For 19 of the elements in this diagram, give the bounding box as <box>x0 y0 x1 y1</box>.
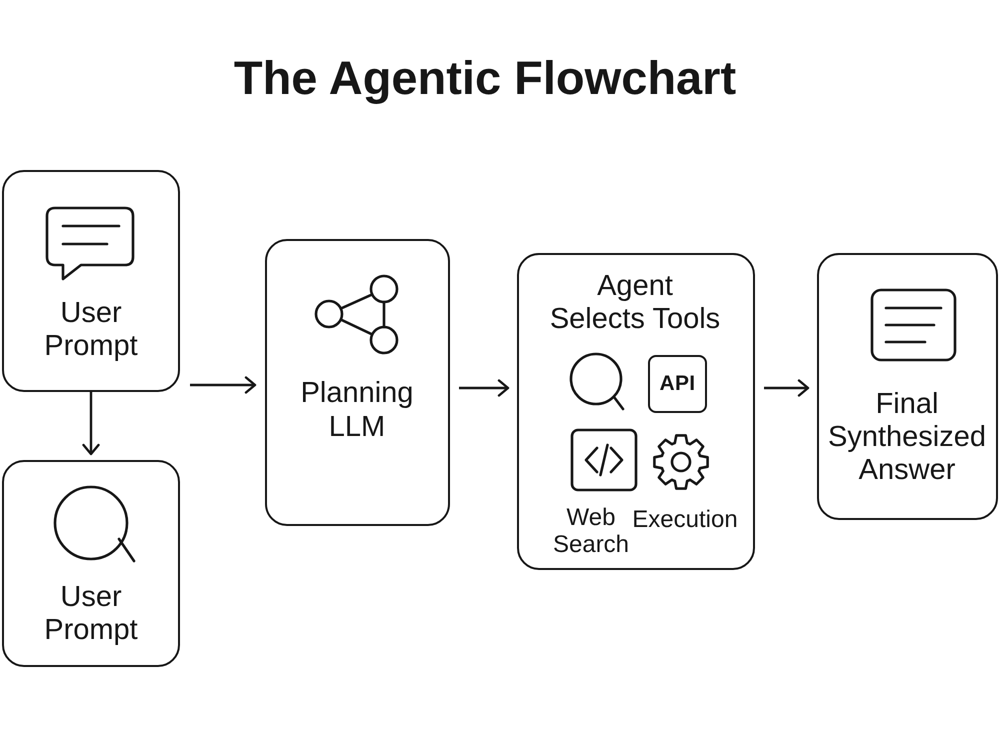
box-label: Final Synthesized Answer <box>828 388 986 487</box>
tool-label: Web Search <box>552 504 630 558</box>
box-title: Agent Selects Tools <box>548 270 722 336</box>
api-label: API <box>660 372 696 396</box>
tool-label: Execution <box>632 506 738 533</box>
process-box <box>817 253 998 520</box>
arrow <box>82 392 100 456</box>
process-box <box>2 460 180 667</box>
box-label: Planning LLM <box>300 376 414 444</box>
box-label: User Prompt <box>44 297 138 363</box>
box-label: User Prompt <box>44 581 138 647</box>
arrow <box>764 379 810 397</box>
process-box <box>2 170 180 392</box>
process-box <box>517 253 755 570</box>
arrow <box>190 376 256 394</box>
diagram-title: The Agentic Flowchart <box>234 50 736 106</box>
process-box <box>265 239 450 526</box>
api-tile <box>648 355 707 413</box>
arrow <box>459 379 510 397</box>
